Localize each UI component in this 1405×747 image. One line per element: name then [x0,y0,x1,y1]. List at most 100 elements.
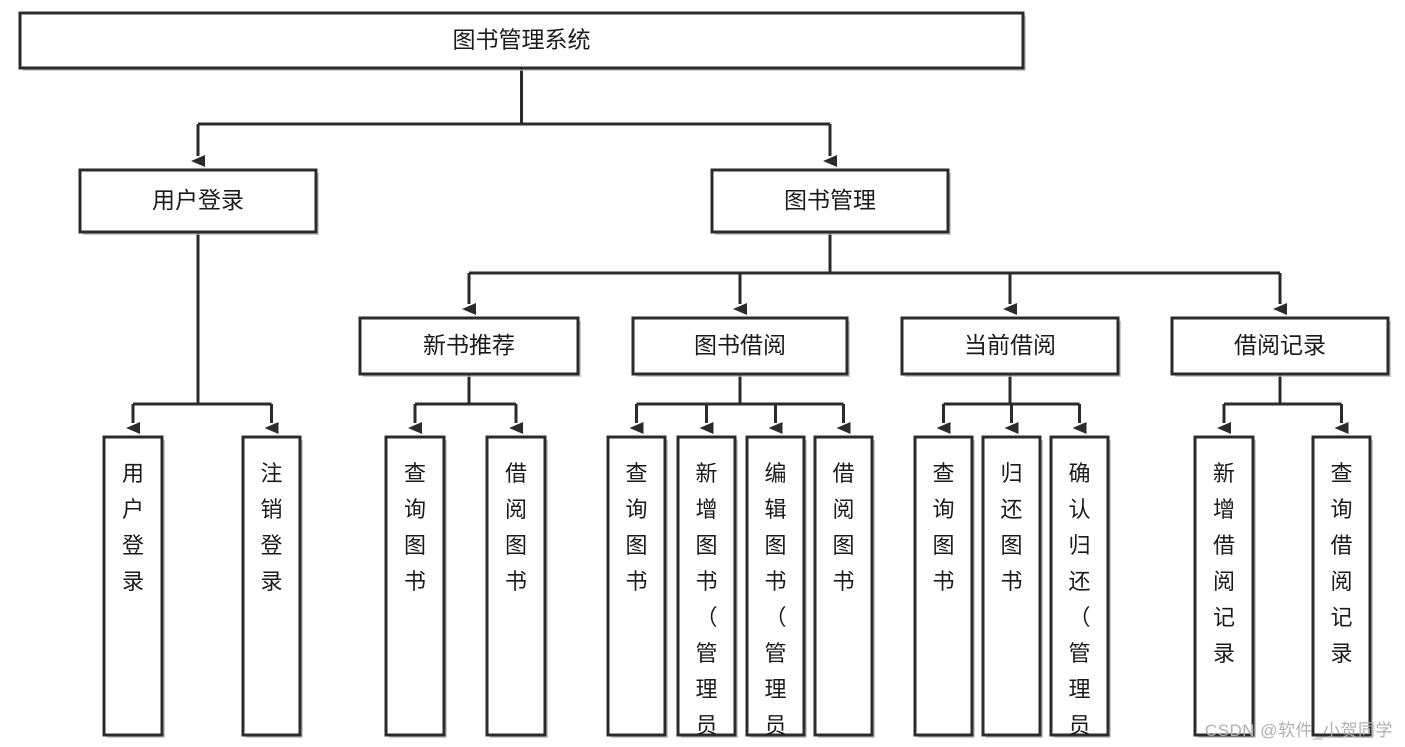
node-label-char: 归 [1068,533,1090,558]
node-label-char: 图 [695,533,717,558]
node-label-char: 录 [260,569,282,594]
node-label-char: 管 [695,641,717,666]
csdn-watermark: CSDN @软件_小贺同学 [1204,721,1393,740]
node-label-char: 管 [1068,641,1090,666]
node-label-char: 书 [625,569,647,594]
node-label-char: 管 [764,641,786,666]
node-label-char: 登 [122,533,144,558]
level2-node[interactable]: 图书管理 [710,168,951,235]
node-label-char: 员 [764,713,786,738]
node-box [384,435,446,737]
node-box [241,435,302,737]
node-label-char: （ [695,605,717,630]
node-label-char: 图 [932,533,954,558]
node-label-char: 户 [122,497,144,522]
node-label-char: 录 [1213,641,1235,666]
node-label-char: 增 [1213,497,1235,522]
node-label-char: 图 [625,533,647,558]
node-label: 当前借阅 [964,332,1056,358]
node-label: 借阅记录 [1234,332,1326,358]
node-label-char: 借 [505,461,527,486]
level3-node[interactable]: 图书借阅 [631,316,850,377]
node-label-char: 理 [1068,677,1090,702]
node-label-char: 书 [404,569,426,594]
node-label-char: 记 [1213,605,1235,630]
node-label: 图书管理系统 [453,27,591,53]
node-label-char: 注 [260,461,282,486]
node-box [1170,316,1390,376]
node-label-char: 认 [1068,497,1090,522]
node-label-char: 销 [260,497,282,522]
node-box [358,316,580,376]
node-label-char: 阅 [832,497,854,522]
node-label-char: 借 [1330,533,1352,558]
node-label-char: （ [764,605,786,630]
node-box [18,11,1025,70]
node-box [1311,435,1372,737]
node-label-char: 书 [505,569,527,594]
node-box [1193,435,1255,737]
node-box [485,435,547,737]
node-label-char: 用 [122,461,144,486]
level2-node[interactable]: 用户登录 [78,168,319,235]
node-box [676,435,737,737]
node-label-char: 阅 [1330,569,1352,594]
leaf-node[interactable]: 用户登录 [102,435,165,738]
node-label-char: 确 [1068,461,1090,486]
node-box [1049,435,1110,737]
node-label-char: 理 [695,677,717,702]
node-label-char: 图 [505,533,527,558]
node-label-char: 询 [625,497,647,522]
node-label-char: 理 [764,677,786,702]
node-label-char: 书 [832,569,854,594]
node-label-char: 记 [1330,605,1352,630]
root-node[interactable]: 图书管理系统 [18,11,1026,71]
node-label-char: 图 [832,533,854,558]
level3-node[interactable]: 新书推荐 [358,316,581,377]
node-label-char: 登 [260,533,282,558]
node-label-char: 员 [1068,713,1090,738]
node-label-char: （ [1068,605,1090,630]
node-label-char: 辑 [764,497,786,522]
node-box [631,316,849,376]
level3-node[interactable]: 当前借阅 [900,316,1121,377]
node-label-char: 书 [932,569,954,594]
node-label-char: 归 [1000,461,1022,486]
node-label: 用户登录 [152,187,244,213]
node-label-char: 新 [695,461,717,486]
node-label-char: 借 [1213,533,1235,558]
node-label-char: 查 [404,461,426,486]
node-label-char: 新 [1213,461,1235,486]
node-label-char: 录 [122,569,144,594]
node-label-char: 增 [695,497,717,522]
node-label-char: 图 [404,533,426,558]
node-label-char: 询 [1330,497,1352,522]
node-label: 新书推荐 [423,332,515,358]
node-label-char: 查 [625,461,647,486]
level3-node[interactable]: 借阅记录 [1170,316,1391,377]
node-label-char: 图 [764,533,786,558]
node-label-char: 询 [404,497,426,522]
node-label: 图书借阅 [694,332,786,358]
node-box [102,435,164,737]
node-label-char: 还 [1068,569,1090,594]
node-label: 图书管理 [784,187,876,213]
node-box [78,168,318,234]
node-label-char: 阅 [505,497,527,522]
node-box [900,316,1120,376]
node-label-char: 编 [764,461,786,486]
node-label-char: 员 [695,713,717,738]
